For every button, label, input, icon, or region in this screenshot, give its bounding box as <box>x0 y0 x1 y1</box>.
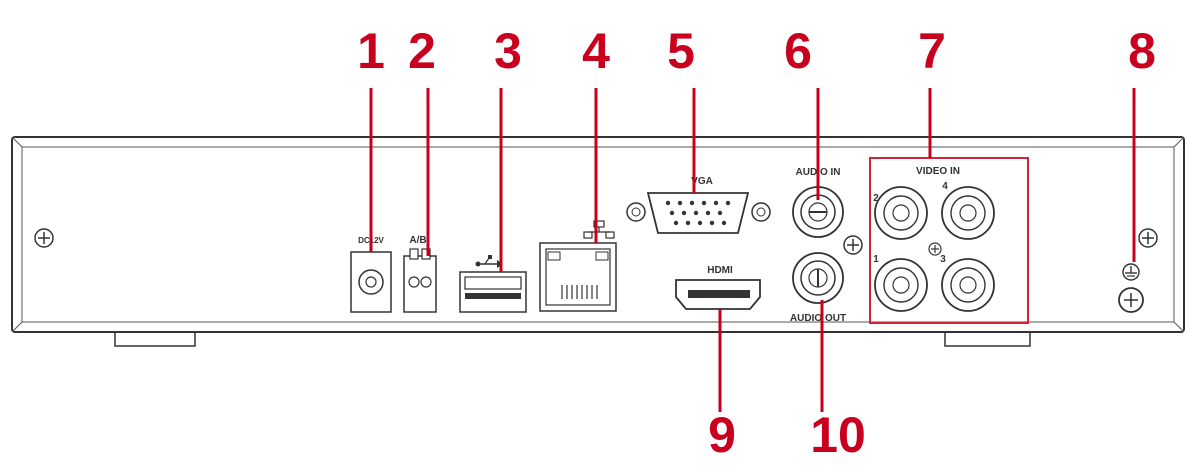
callout-numbers: 1 2 3 4 5 6 7 8 9 10 <box>357 23 1156 463</box>
video-in-ports: VIDEO IN 2 4 1 3 <box>869 157 1029 324</box>
callout-3: 3 <box>494 23 522 79</box>
callout-8: 8 <box>1128 23 1156 79</box>
video-ch-3-label: 3 <box>940 254 946 265</box>
hdmi-label: HDMI <box>707 265 733 276</box>
callout-6: 6 <box>784 23 812 79</box>
ab-label: A/B <box>409 235 426 246</box>
callout-10: 10 <box>810 407 866 463</box>
video-in-highlight-box <box>869 157 1029 324</box>
vga-port: VGA <box>626 176 771 234</box>
callout-2: 2 <box>408 23 436 79</box>
callout-5: 5 <box>667 23 695 79</box>
audio-out-label: AUDIO OUT <box>790 313 846 324</box>
video-ch-2-label: 2 <box>873 193 879 204</box>
callout-1: 1 <box>357 23 385 79</box>
ground-icon <box>1122 263 1140 281</box>
ab-port: A/B <box>403 235 437 313</box>
device-body <box>11 136 1185 347</box>
vga-label: VGA <box>691 176 713 187</box>
network-port <box>539 220 617 312</box>
ground-screw <box>843 235 863 255</box>
network-icon <box>583 220 615 239</box>
video-in-label: VIDEO IN <box>916 166 960 177</box>
callout-4: 4 <box>582 23 610 79</box>
ground-terminal <box>1118 263 1144 313</box>
callout-9: 9 <box>708 407 736 463</box>
audio-out-port: AUDIO OUT <box>790 252 846 324</box>
callout-7: 7 <box>918 23 946 79</box>
video-ch-4-label: 4 <box>942 181 948 192</box>
video-ch-1-label: 1 <box>873 254 879 265</box>
usb-icon <box>475 255 503 268</box>
leader-lines <box>369 88 1136 412</box>
usb-port <box>459 255 527 313</box>
hdmi-port: HDMI <box>675 265 761 310</box>
